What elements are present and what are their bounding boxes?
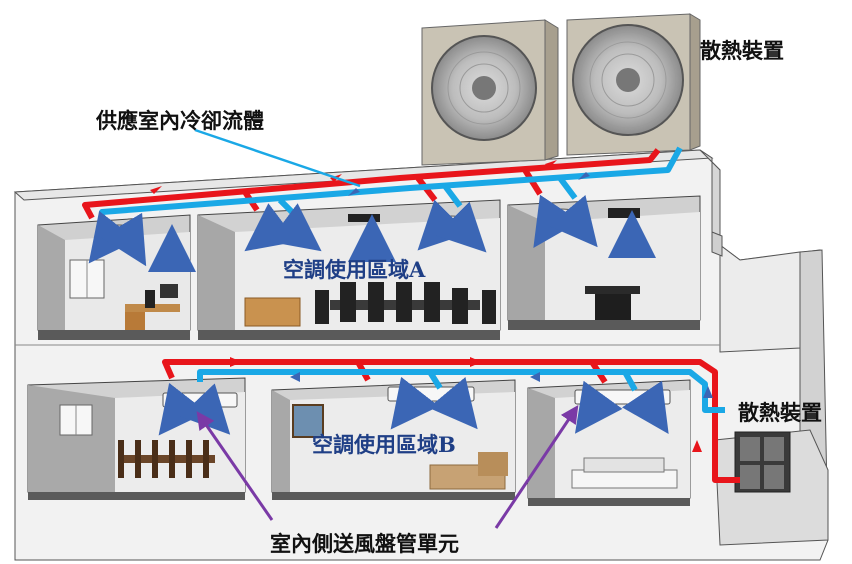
wall-unit-icon	[387, 386, 475, 402]
callout-supply-line	[194, 128, 361, 188]
callout-indoor-lines	[196, 405, 579, 529]
heat-device-top-label: 散熱裝置	[700, 38, 784, 63]
airflow-arrows	[88, 194, 669, 436]
indoor-unit-label: 室內側送風盤管單元	[270, 531, 459, 556]
airflow-arrow-icon	[158, 382, 208, 436]
ceiling-cassette-icon	[539, 208, 581, 220]
ceiling-cassette-icon	[348, 214, 380, 222]
wall-unit-icon	[162, 392, 238, 408]
upper-flow-arrows	[150, 160, 590, 196]
supply-fluid-label: 供應室內冷卻流體	[95, 108, 264, 133]
upper-room-right	[507, 195, 701, 330]
airflow-arrow-icon	[268, 203, 322, 252]
airflow-arrow-icon	[574, 380, 623, 434]
ceiling-cassette-icon	[97, 224, 139, 236]
airflow-arrow-icon	[244, 203, 298, 252]
airflow-arrow-icon	[100, 212, 147, 267]
wall-unit-icon	[574, 389, 671, 405]
airflow-arrow-icon	[435, 201, 487, 253]
heat-device-right-label: 散熱裝置	[738, 400, 822, 425]
airflow-arrow-icon	[622, 380, 669, 434]
rooftop-condenser-2	[566, 13, 701, 156]
lower-flow-arrows	[230, 357, 713, 452]
airflow-arrow-icon	[390, 376, 440, 430]
airflow-arrow-icon	[548, 194, 598, 248]
side-condenser	[734, 431, 791, 493]
zone-a-label: 空調使用區域A	[283, 257, 426, 282]
ceiling-cassette-icon	[608, 208, 640, 218]
zone-b-label: 空調使用區域B	[312, 432, 456, 457]
ceiling-cassette-icon	[427, 215, 473, 229]
rooftop-condenser-1	[421, 19, 559, 166]
airflow-arrow-icon	[428, 376, 478, 430]
